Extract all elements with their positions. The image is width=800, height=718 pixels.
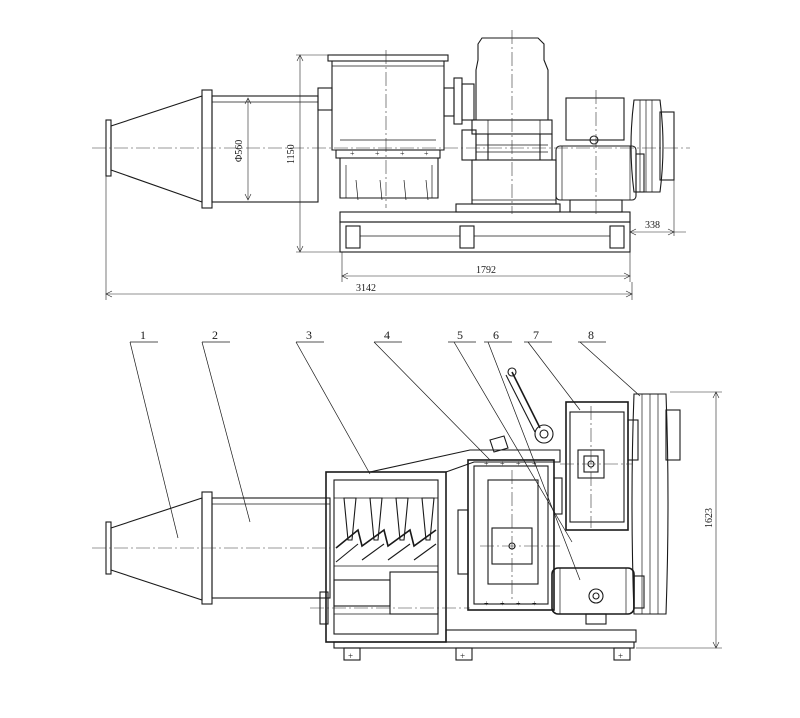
inspection-box-front	[489, 435, 509, 453]
top-view: + + + +	[92, 30, 690, 300]
balloon-3: 3	[306, 328, 312, 342]
svg-text:+: +	[516, 459, 521, 468]
hood-front	[369, 449, 561, 473]
crushing-chamber-front	[325, 471, 447, 643]
inlet-cone-top	[105, 89, 319, 209]
bottom-view: + + + + + + + +	[92, 328, 722, 661]
dim-base-length: 1792	[341, 252, 631, 282]
svg-text:+: +	[484, 599, 489, 608]
lever-arm-front	[505, 367, 554, 444]
svg-text:+: +	[532, 459, 537, 468]
dim-base-length-label: 1792	[476, 265, 496, 276]
balloon-5: 5	[457, 328, 463, 342]
balloon-1: 1	[140, 328, 146, 342]
dim-motor-offset-label: 338	[645, 220, 660, 231]
svg-text:+: +	[348, 651, 353, 661]
balloon-6: 6	[493, 328, 499, 342]
base-frame-front: + + +	[333, 629, 637, 661]
motor-lower-front	[551, 567, 645, 625]
belt-pulley-front	[631, 393, 681, 615]
balloon-4: 4	[384, 328, 390, 342]
svg-text:+: +	[424, 149, 429, 158]
dim-overall-length: 3142	[105, 176, 633, 300]
svg-text:+: +	[618, 651, 623, 661]
svg-text:+: +	[500, 599, 505, 608]
dim-height: 1150	[286, 54, 340, 253]
hopper-top: + + + +	[327, 54, 449, 201]
dim-front-height-label: 1623	[704, 508, 715, 528]
fan-housing-top	[471, 37, 557, 205]
dim-front-height: 1623	[636, 391, 722, 649]
svg-text:+: +	[350, 149, 355, 158]
dim-motor-offset: 338	[629, 180, 686, 236]
balloon-7: 7	[533, 328, 539, 342]
dim-height-label: 1150	[286, 144, 297, 164]
svg-text:+: +	[375, 149, 380, 158]
part-balloons: 1 2 3 4 5 6 7 8	[130, 328, 606, 343]
dim-diameter-label: Φ560	[234, 140, 245, 162]
fan-casing-front: + + + + + + + +	[457, 459, 563, 611]
inlet-stub-top	[317, 87, 333, 111]
dim-diameter: Φ560	[234, 97, 252, 201]
svg-text:+: +	[484, 459, 489, 468]
svg-text:+: +	[532, 599, 537, 608]
dim-overall-length-label: 3142	[356, 283, 376, 294]
svg-text:+: +	[400, 149, 405, 158]
base-frame-top	[339, 203, 631, 253]
balloon-2: 2	[212, 328, 218, 342]
svg-text:+: +	[500, 459, 505, 468]
leader-lines	[129, 341, 641, 581]
balloon-8: 8	[588, 328, 594, 342]
belt-pulley-top	[630, 99, 675, 193]
svg-text:+: +	[516, 599, 521, 608]
motor-upper-front	[560, 401, 639, 531]
svg-text:+: +	[460, 651, 465, 661]
